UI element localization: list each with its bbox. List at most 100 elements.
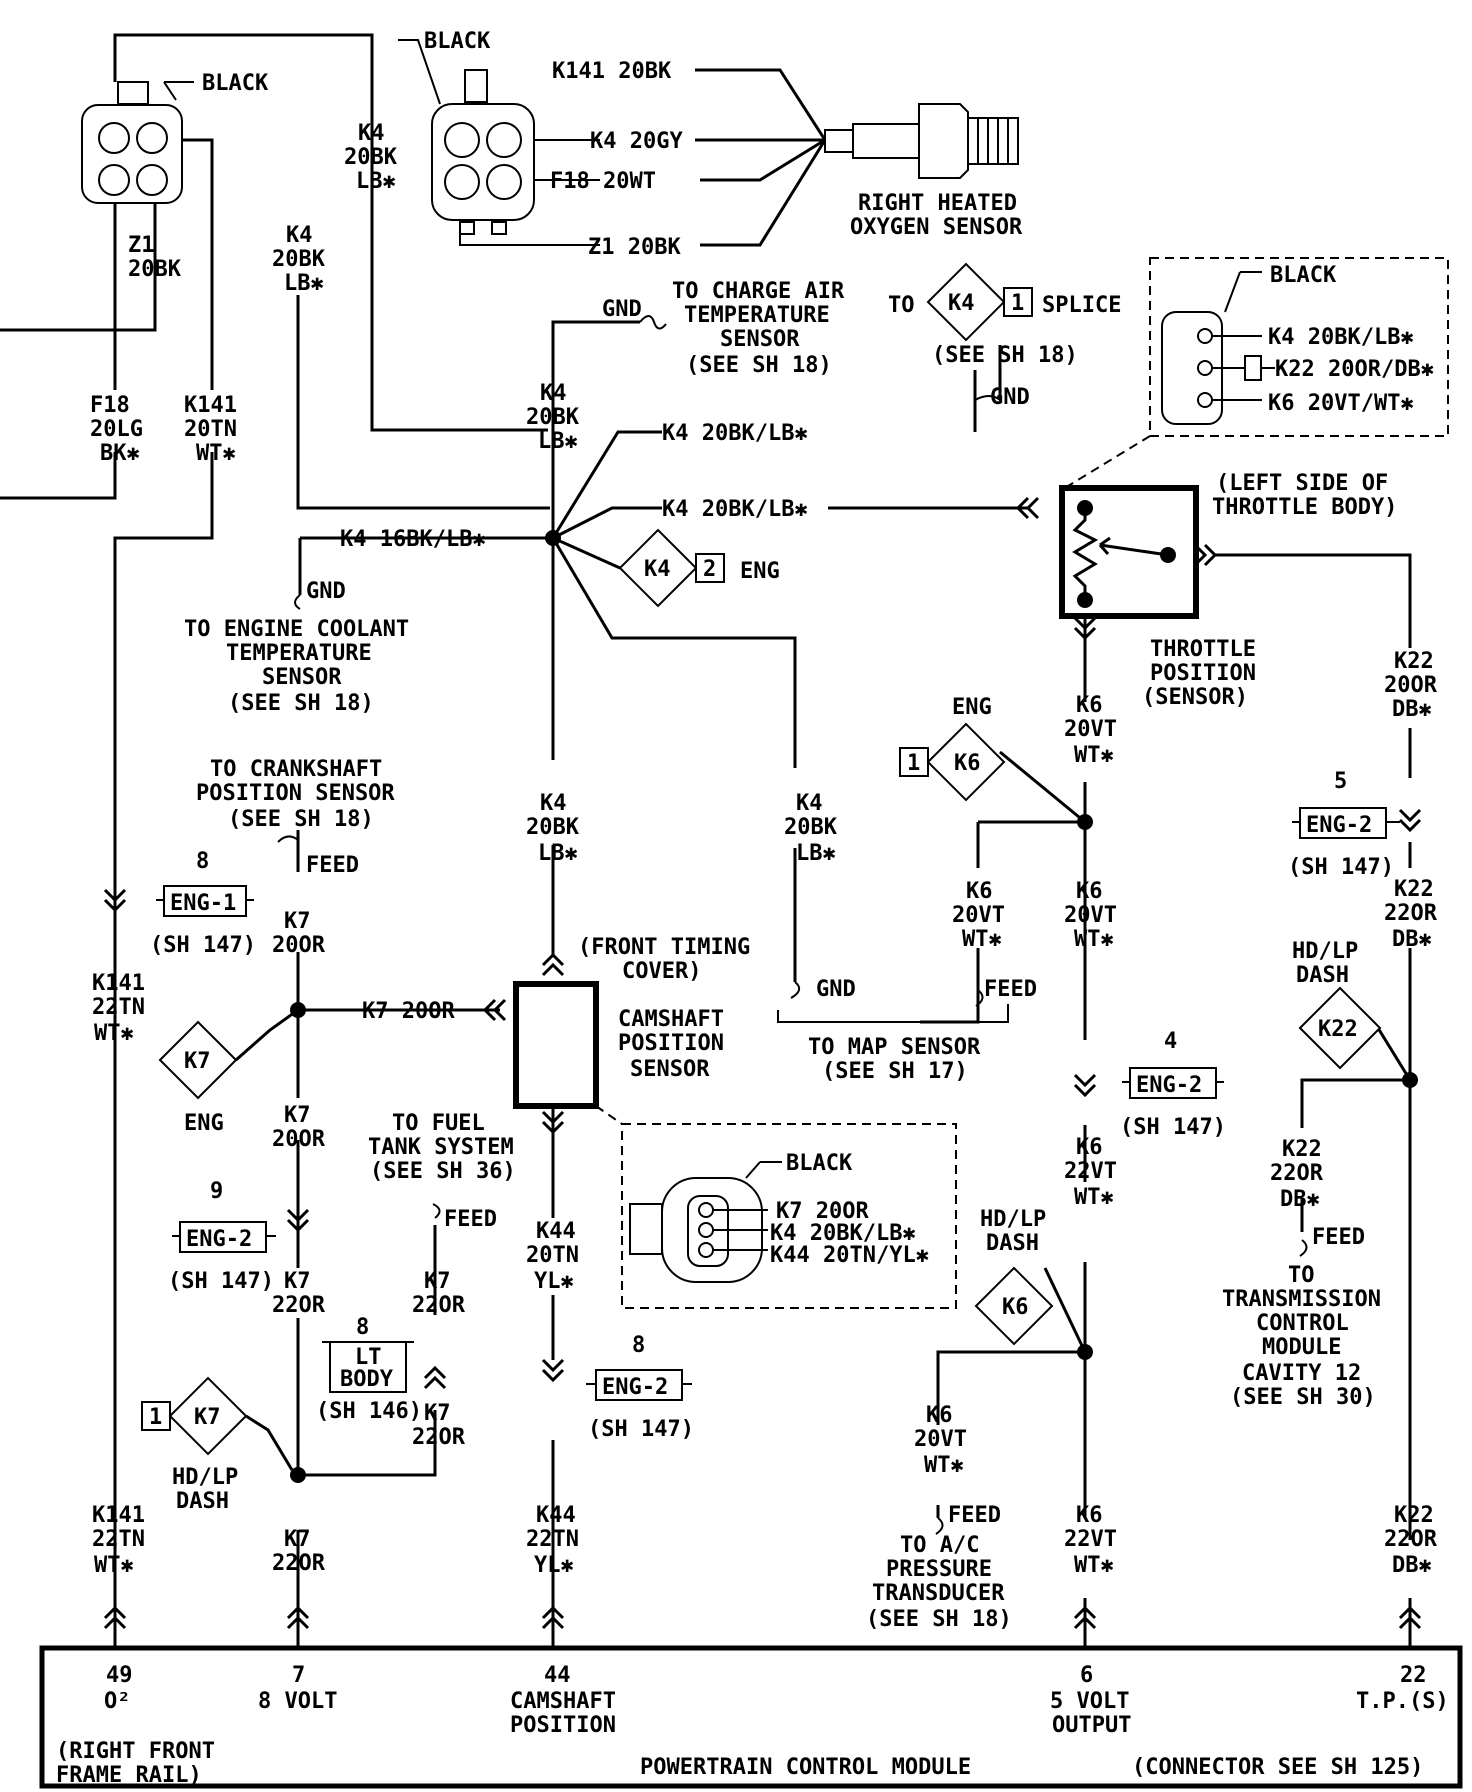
k4-cam-2: 20BK [526,815,580,840]
tps-pin-k6: K6 20VT/WT✱ [1268,391,1414,416]
crankshaft-labels: TO CRANKSHAFT POSITION SENSOR (SEE SH 18… [196,757,395,878]
splice-k4-gnd: GND [990,385,1030,410]
splice-eng-num-box [695,553,725,583]
k4-cam-3: LB✱ [538,841,578,866]
charge-air-4: (SEE SH 18) [686,353,832,378]
k6-mid-3: WT✱ [1074,927,1114,952]
k44-bottom-3: YL✱ [534,1553,574,1578]
camshaft-name-2: POSITION [618,1031,724,1056]
crank-1: TO CRANKSHAFT [210,757,382,782]
k44-mid-1: K44 [536,1219,576,1244]
tcm-feed: FEED [1312,1225,1365,1250]
pcm-connector-note: (CONNECTOR SEE SH 125) [1132,1755,1423,1780]
k22-mid-1: K22 [1394,877,1434,902]
tps-pin-k22: K22 20OR/DB✱ [1275,357,1434,382]
splice-dot-k22 [1402,1072,1418,1088]
lt-body-2: BODY [340,1367,394,1392]
k6-eng-code: K6 [954,751,981,776]
eng1-k141-callout: 8 ENG-1 (SH 147) [150,849,256,958]
left-connector: BLACK [81,71,269,204]
splice-k4-to: TO [888,293,915,318]
cam-connector-dashed-border [621,1123,957,1309]
eng2-k44-label: ENG-2 [602,1375,668,1400]
splice-k4-num: 1 [1011,291,1024,316]
pcm-pin-6-num: 6 [1080,1663,1093,1688]
cam-pin-k4: K4 20BK/LB✱ [770,1221,916,1246]
k7-hdlp-code: K7 [194,1405,221,1430]
k4-branch-1: K4 20BK/LB✱ [662,421,808,446]
pcm-location-1: (RIGHT FRONT [56,1739,215,1764]
cam-connector-color: BLACK [786,1151,853,1176]
k22-section: K22 20OR DB✱ 5 ENG-2 (SH 147) K22 22OR D… [1222,649,1438,1578]
k7-mid-1: K7 [284,1103,311,1128]
k22-tcm-1: K22 [1282,1137,1322,1162]
k22-bottom-1: K22 [1394,1503,1434,1528]
eng2-k7-sheet: (SH 147) [168,1269,274,1294]
eng2-k22-box [1299,807,1387,839]
camshaft-section: K4 20BK LB✱ (FRONT TIMING COVER) CAMSHAF… [513,791,957,1578]
k7-fuel2-1: K7 [424,1401,451,1426]
eng2-k6-sheet: (SH 147) [1120,1115,1226,1140]
k22-bottom-3: DB✱ [1392,1553,1432,1578]
k6-eng-diamond [926,722,1006,802]
pcm-pin-7-name: 8 VOLT [258,1689,337,1714]
charge-air-labels: GND TO CHARGE AIR TEMPERATURE SENSOR (SE… [602,279,845,378]
o2-pin-f18: F18 20WT [550,169,656,194]
k6-top-2: 20VT [1064,717,1117,742]
pcm-pin-6-name-1: 5 VOLT [1050,1689,1129,1714]
powertrain-control-module: 49 O² 7 8 VOLT 44 CAMSHAFT POSITION 6 5 … [39,1645,1463,1789]
k141-mid-3: WT✱ [94,1021,134,1046]
k6-map-3: WT✱ [962,927,1002,952]
camshaft-name-1: CAMSHAFT [618,1007,724,1032]
k4-map-3: LB✱ [796,841,836,866]
splice-eng-num: 2 [703,557,716,582]
tps-name-2: POSITION [1150,661,1256,686]
fuel-tank-3: (SEE SH 36) [370,1159,516,1184]
tcm-2: TRANSMISSION [1222,1287,1381,1312]
ect-3: SENSOR [262,665,342,690]
ac-feed: FEED [948,1503,1001,1528]
cam-pin-k7: K7 20OR [776,1199,869,1224]
pcm-pin-49-num: 49 [106,1663,133,1688]
charge-air-2: TEMPERATURE [684,303,830,328]
ac-text-4: (SEE SH 18) [866,1607,1012,1632]
k22-top-1: K22 [1394,649,1434,674]
tps-connector-color: BLACK [1270,263,1337,288]
tps-connector-box: BLACK K4 20BK/LB✱ K22 20OR/DB✱ K6 20VT/W… [1067,257,1449,487]
pcm-pin-7-num: 7 [292,1663,305,1688]
pcm-title: POWERTRAIN CONTROL MODULE [640,1755,971,1780]
k22-top-3: DB✱ [1392,697,1432,722]
k4-left-lower-1: K4 [286,223,313,248]
o2-sensor-name-1: RIGHT HEATED [858,191,1017,216]
k7-22-1: K7 [284,1269,311,1294]
tps-location-2: THROTTLE BODY) [1212,495,1397,520]
front-timing-1: (FRONT TIMING [578,935,750,960]
k7-fuel2-2: 22OR [412,1425,466,1450]
eng1-sheet: (SH 147) [150,933,256,958]
k141-label-2: 20TN [184,417,237,442]
splice-dot-k6 [1077,814,1093,830]
k6-bottom-1: K6 [1076,1503,1103,1528]
cam-pin-k44: K44 20TN/YL✱ [770,1243,929,1268]
lt-body-sheet: (SH 146) [316,1399,422,1424]
k6-bottom-2: 22VT [1064,1527,1117,1552]
k44-bottom-2: 22TN [526,1527,579,1552]
pcm-pin-44-num: 44 [544,1663,571,1688]
ect-1: TO ENGINE COOLANT [184,617,409,642]
tcm-6: (SEE SH 30) [1230,1385,1376,1410]
k7-labels: K7 20OR K7 20OR K7 ENG K7 20OR 9 ENG-2 (… [141,909,516,1576]
k7-22-2: 22OR [272,1293,326,1318]
k141-labels: K141 22TN WT✱ K141 22TN WT✱ [92,971,145,1578]
k7-horizontal: K7 20OR [362,999,455,1024]
k6-top-1: K6 [1076,693,1103,718]
k22-tcm-2: 22OR [1270,1161,1324,1186]
k6-ac-2: 20VT [914,1427,967,1452]
eng2-k22-num: 5 [1334,769,1347,794]
charge-air-3: SENSOR [720,327,800,352]
k44-bottom-1: K44 [536,1503,576,1528]
pcm-box [39,1645,1463,1789]
o2-sensor-name-2: OXYGEN SENSOR [850,215,1023,240]
splice-k4-code: K4 [948,291,975,316]
tps-pin-k4: K4 20BK/LB✱ [1268,325,1414,350]
f18-label-3: BK✱ [100,441,140,466]
